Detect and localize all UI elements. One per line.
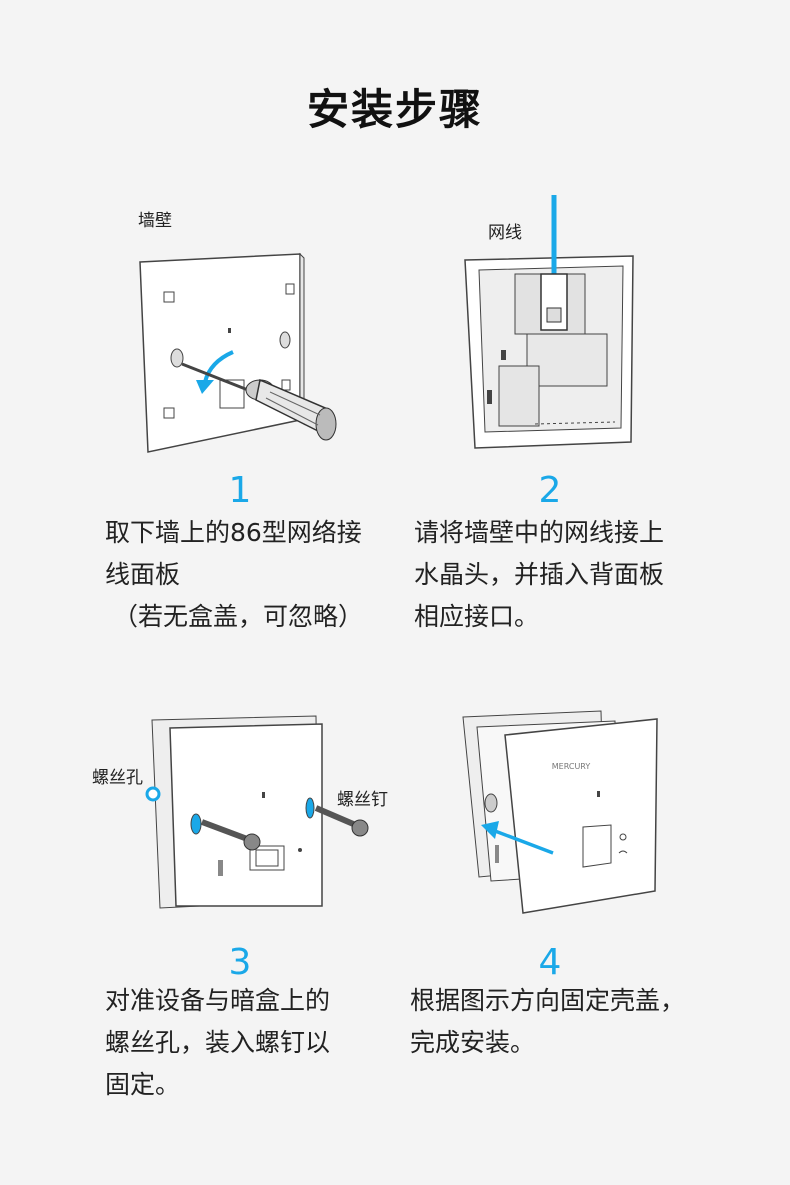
step2-line-2: 水晶头，并插入背面板 bbox=[414, 560, 665, 589]
cable-label: 网线 bbox=[488, 223, 522, 243]
step-description-2: 请将墙壁中的网线接上 水晶头，并插入背面板 相应接口。 bbox=[414, 512, 664, 638]
step1-illustration bbox=[139, 252, 337, 453]
step3-illustration bbox=[145, 715, 369, 909]
wall-label: 墙壁 bbox=[138, 211, 172, 231]
step3-line-2: 螺丝孔，装入螺钉以 bbox=[105, 1028, 331, 1057]
step3-line-3: 固定。 bbox=[105, 1070, 181, 1099]
step-number-2: 2 bbox=[538, 470, 562, 511]
step1-line-1: 取下墙上的86型网络接 bbox=[105, 518, 362, 547]
step-number-3: 3 bbox=[228, 942, 252, 983]
step4-line-2: 完成安装。 bbox=[410, 1028, 536, 1057]
screw-hole-label: 螺丝孔 bbox=[92, 768, 143, 788]
step-description-1: 取下墙上的86型网络接 线面板 （若无盒盖，可忽略） bbox=[105, 512, 363, 638]
step-number-4: 4 bbox=[538, 942, 562, 983]
brand-text: MERCURY bbox=[552, 762, 591, 771]
step2-illustration bbox=[464, 195, 634, 449]
step4-illustration: MERCURY bbox=[462, 710, 658, 914]
step2-line-3: 相应接口。 bbox=[414, 602, 540, 631]
step1-line-2: 线面板 bbox=[105, 560, 181, 589]
step-description-3: 对准设备与暗盒上的 螺丝孔，装入螺钉以 固定。 bbox=[105, 980, 330, 1106]
page-title: 安装步骤 bbox=[306, 85, 483, 134]
step4-line-1: 根据图示方向固定壳盖， bbox=[410, 986, 686, 1015]
step3-line-1: 对准设备与暗盒上的 bbox=[105, 986, 331, 1015]
step1-line-3: （若无盒盖，可忽略） bbox=[113, 602, 364, 631]
step2-line-1: 请将墙壁中的网线接上 bbox=[414, 518, 665, 547]
step-description-4: 根据图示方向固定壳盖， 完成安装。 bbox=[410, 980, 685, 1064]
step-number-1: 1 bbox=[228, 470, 252, 511]
screw-label: 螺丝钉 bbox=[337, 790, 388, 810]
